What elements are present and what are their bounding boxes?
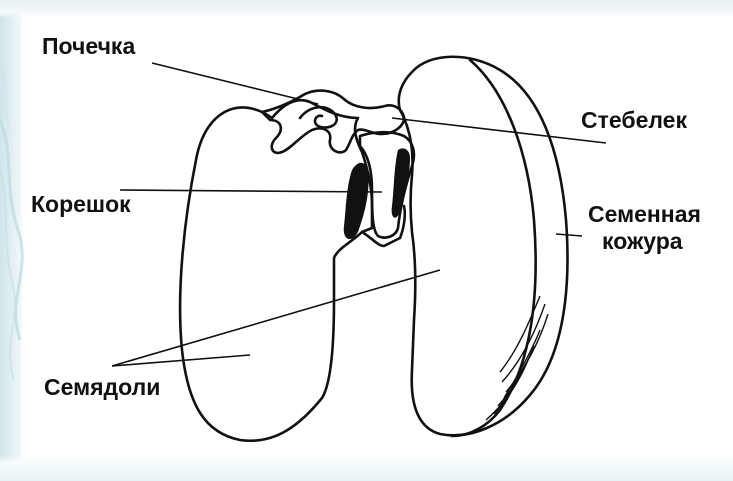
- label-root: Корешок: [31, 191, 131, 217]
- plumule-inner-leaf: [300, 107, 337, 127]
- seed-coat-inner-line: [452, 60, 536, 436]
- pointer-bud: [152, 63, 318, 104]
- right-cotyledon-outline: [399, 57, 568, 436]
- label-stem: Стебелек: [581, 107, 687, 133]
- pointer-cotyledon-right: [112, 270, 440, 366]
- label-bud: Почечка: [42, 33, 135, 59]
- label-cotyledons: Семядоли: [44, 374, 160, 400]
- radicle-shading: [344, 148, 410, 239]
- label-seed-coat-line2: кожура: [588, 228, 701, 255]
- label-seed-coat-line1: Семенная: [588, 201, 701, 228]
- pointer-seed-coat: [556, 234, 582, 236]
- pointer-root: [120, 190, 382, 192]
- label-seed-coat: Семенная кожура: [588, 201, 701, 255]
- pointer-stem: [392, 118, 606, 143]
- seed-coat-hatching: [486, 296, 548, 420]
- plumule-shape: [262, 91, 404, 153]
